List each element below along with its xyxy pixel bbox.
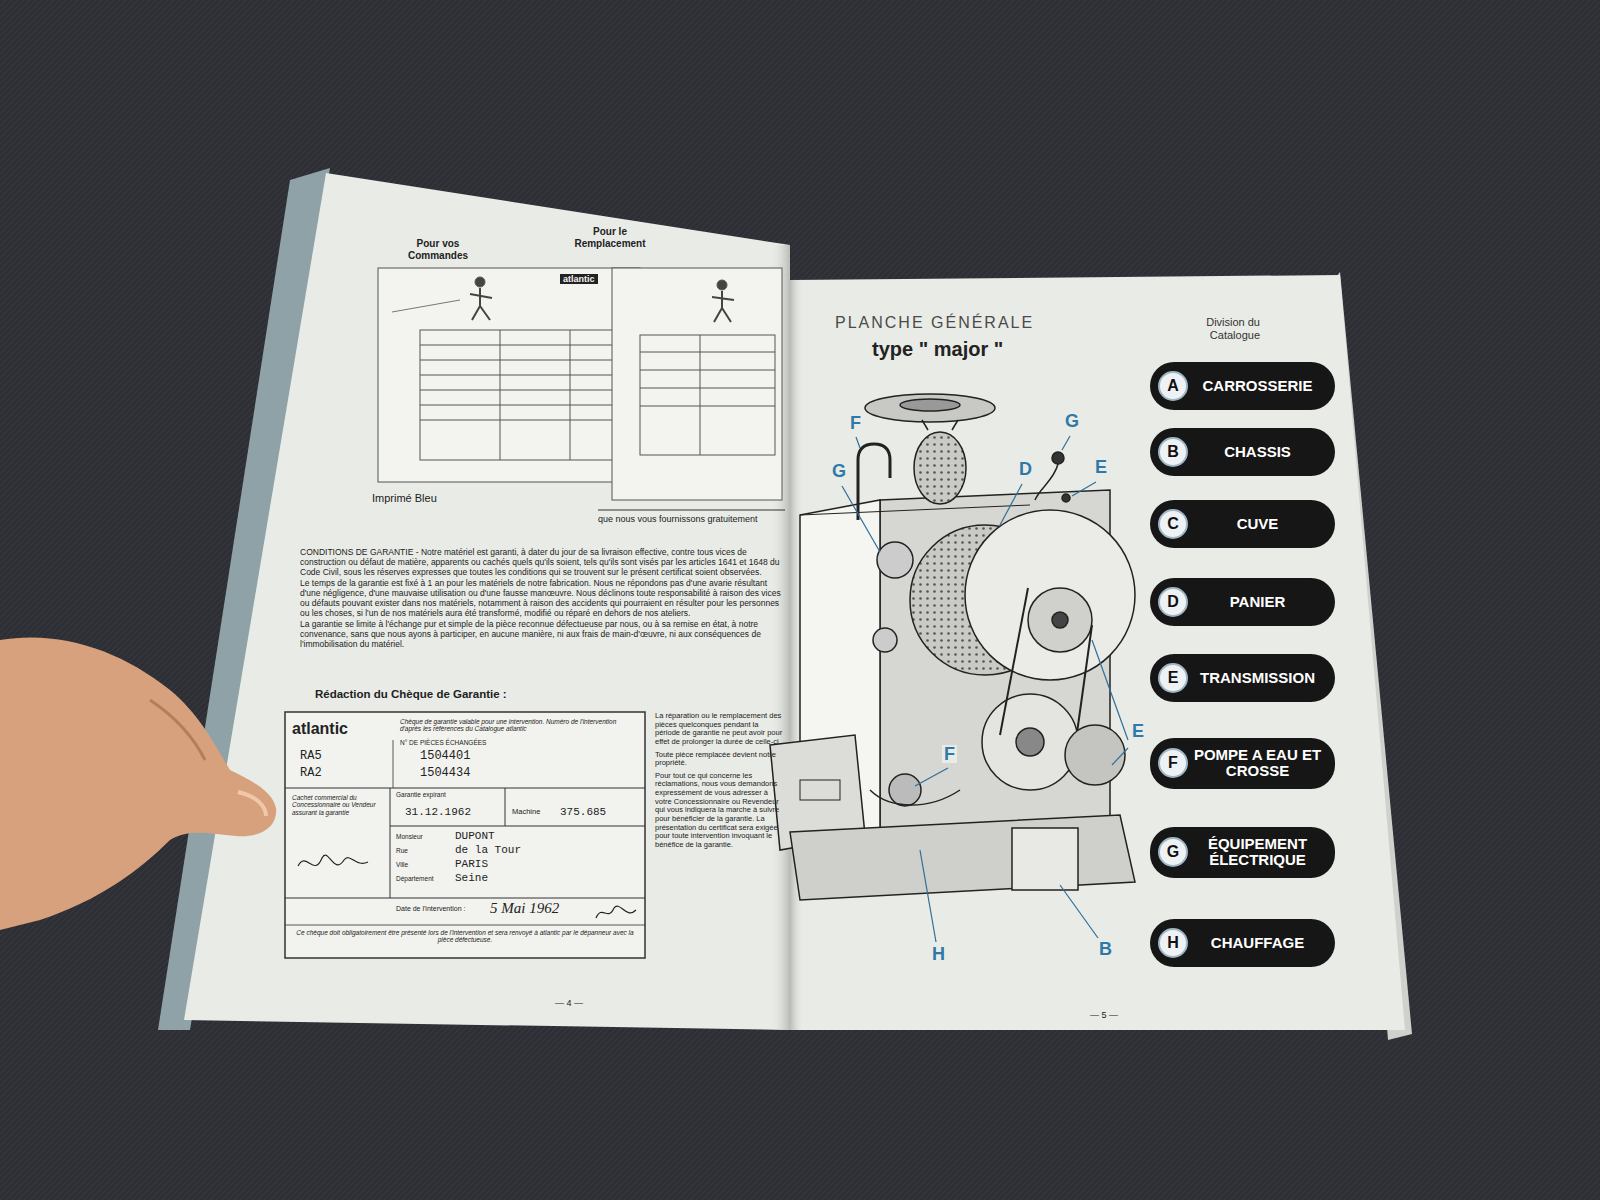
warranty-cheque: [285, 712, 645, 958]
division-name: PANIER: [1230, 594, 1286, 611]
typed-entry: RA2: [300, 767, 322, 781]
hand: [0, 637, 276, 930]
cheque-caption: Garantie expirant: [396, 791, 446, 798]
division-name: CHASSIS: [1224, 444, 1291, 461]
catalogue-division-tab: POMPE A EAU ET CROSSEF: [1150, 738, 1335, 789]
order-form: [378, 268, 640, 482]
typed-entry: 1504401: [420, 750, 470, 764]
warranty-text: CONDITIONS DE GARANTIE - Notre matériel …: [300, 548, 785, 577]
washing-machine-illustration: [770, 394, 1135, 900]
callout-letter: D: [1017, 460, 1034, 478]
division-letter: F: [1160, 750, 1186, 776]
division-letter: D: [1160, 589, 1186, 615]
division-letter-circle: F: [1158, 748, 1188, 778]
catalogue-division-tab: CHAUFFAGE H: [1150, 919, 1335, 967]
typed-entry: 1504434: [420, 767, 470, 781]
page-number: — 4 —: [555, 998, 583, 1008]
callout-letter: F: [942, 745, 957, 763]
warranty-text: La réparation ou le remplacement des piè…: [655, 712, 783, 747]
cheque-caption: Chèque de garantie valable pour une inte…: [400, 718, 638, 733]
cheque-caption: Cachet commercial du Concessionnaire ou …: [292, 794, 384, 816]
division-letter-circle: G: [1158, 837, 1188, 867]
warranty-text: La garantie se limite à l'échange pur et…: [300, 620, 785, 649]
typed-entry: 31.12.1962: [405, 806, 471, 819]
typed-entry: 375.685: [560, 806, 606, 819]
cheque-caption: Machine: [512, 808, 540, 817]
division-name: ÉQUIPEMENT ÉLECTRIQUE: [1188, 836, 1327, 869]
right-page: [790, 275, 1405, 1030]
callout-letter: B: [1097, 940, 1114, 958]
cheque-caption: Département: [396, 875, 434, 882]
callout-letter: H: [930, 945, 947, 963]
section-heading: Rédaction du Chèque de Garantie :: [315, 688, 507, 701]
division-name: CARROSSERIE: [1202, 378, 1312, 395]
plate-title: PLANCHE GÉNÉRALE: [835, 314, 1034, 332]
section-heading: Division du Catalogue: [1168, 316, 1260, 341]
division-letter: B: [1160, 439, 1186, 465]
catalogue-division-tab: ÉQUIPEMENT ÉLECTRIQUEG: [1150, 827, 1335, 878]
typed-entry: PARIS: [455, 858, 488, 871]
division-letter: G: [1160, 839, 1186, 865]
cheque-footnote: Ce chèque doit obligatoirement être prés…: [292, 929, 638, 944]
division-letter-circle: C: [1158, 509, 1188, 539]
division-name: CHAUFFAGE: [1211, 935, 1304, 952]
division-letter-circle: E: [1158, 663, 1188, 693]
cheque-caption: Rue: [396, 847, 408, 854]
catalogue-division-tab: PANIER D: [1150, 578, 1335, 626]
form-caption: que nous vous fournissons gratuitement: [598, 514, 758, 524]
catalogue-division-tab: CHASSIS B: [1150, 428, 1335, 476]
typed-entry: RA5: [300, 750, 322, 764]
division-letter-circle: A: [1158, 371, 1188, 401]
division-name: POMPE A EAU ET CROSSE: [1188, 747, 1327, 780]
callout-letter: E: [1093, 458, 1109, 476]
typed-entry: Seine: [455, 872, 488, 885]
division-name: CUVE: [1237, 516, 1279, 533]
catalogue-division-tab: CUVE C: [1150, 500, 1335, 548]
catalogue-division-tab: TRANSMISSION E: [1150, 654, 1335, 702]
section-heading: Pour vos Commandes: [392, 238, 484, 261]
callout-leader: [842, 436, 1128, 942]
warranty-text: Toute pièce remplacée devient notre prop…: [655, 751, 783, 768]
warranty-text: Le temps de la garantie est fixé à 1 an …: [300, 579, 785, 618]
handwritten-entry: 5 Mai 1962: [490, 900, 559, 917]
division-name: TRANSMISSION: [1200, 670, 1315, 687]
replacement-form: [598, 268, 785, 510]
division-letter: H: [1160, 930, 1186, 956]
callout-letter: F: [848, 414, 863, 432]
callout-letter: E: [1130, 722, 1146, 740]
form-caption: Imprimé Bleu: [372, 492, 437, 505]
cheque-caption: Monsieur: [396, 833, 423, 840]
typed-entry: de la Tour: [455, 844, 521, 857]
callout-letter: G: [830, 462, 848, 480]
callout-letter: G: [1063, 412, 1081, 430]
left-page: [184, 173, 790, 1030]
warranty-text: Pour tout ce qui concerne les réclamatio…: [655, 772, 783, 850]
section-heading: Pour le Remplacement: [562, 226, 658, 249]
typed-entry: DUPONT: [455, 830, 495, 843]
brand-logo: atlantic: [560, 274, 598, 284]
division-letter-circle: D: [1158, 587, 1188, 617]
cheque-caption: N° DE PIÈCES ÉCHANGÉES: [400, 739, 486, 746]
division-letter-circle: H: [1158, 928, 1188, 958]
division-letter: A: [1160, 373, 1186, 399]
division-letter: C: [1160, 511, 1186, 537]
model-name: type " major ": [872, 338, 1003, 361]
cheque-caption: Ville: [396, 861, 408, 868]
page-number: — 5 —: [1090, 1010, 1118, 1020]
brand-logo: atlantic: [292, 720, 348, 738]
division-letter: E: [1160, 665, 1186, 691]
cheque-caption: Date de l'intervention :: [396, 905, 465, 913]
division-letter-circle: B: [1158, 437, 1188, 467]
catalogue-division-tab: CARROSSERIE A: [1150, 362, 1335, 410]
